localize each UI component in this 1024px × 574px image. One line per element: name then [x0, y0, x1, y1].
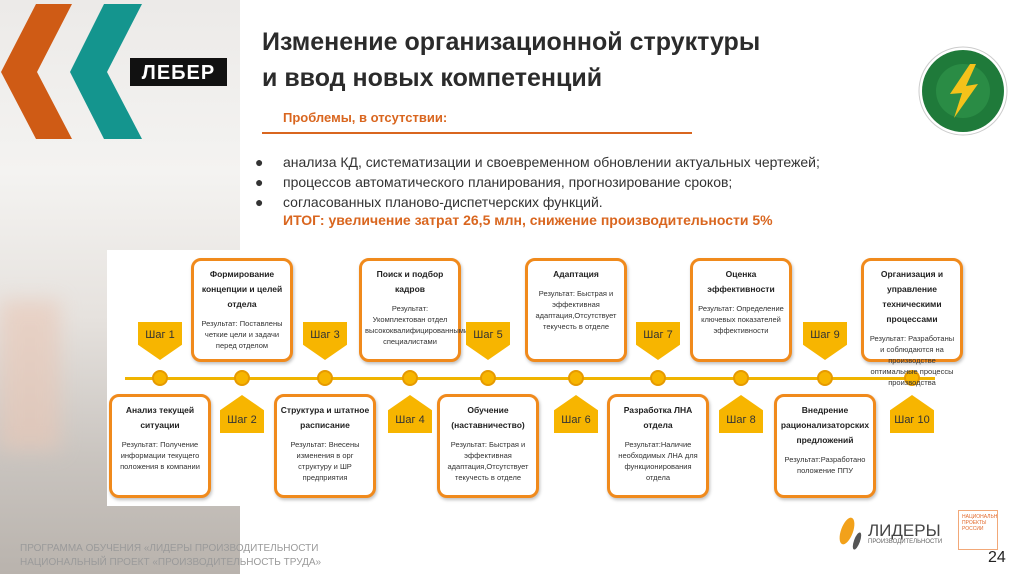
problems-heading: Проблемы, в отсутствии: — [283, 110, 448, 125]
timeline-node — [650, 370, 666, 386]
step-result: Результат:Наличие необходимых ЛНА для фу… — [618, 440, 698, 482]
step-title: Разработка ЛНА отдела — [623, 405, 693, 430]
footer-line-2: Национальный проект «Производительность … — [20, 557, 322, 568]
step-title: Анализ текущей ситуации — [125, 405, 195, 430]
page-number: 24 — [988, 549, 1006, 566]
footer-text: Программа обучения «Лидеры производитель… — [20, 542, 321, 570]
timeline-node — [817, 370, 833, 386]
step-title: Обучение (наставничество) — [451, 405, 525, 430]
step-marker: Шаг 9 — [803, 322, 847, 360]
step-marker: Шаг 8 — [719, 395, 763, 433]
step-marker: Шаг 1 — [138, 322, 182, 360]
step-title: Организация и управление техническими пр… — [880, 269, 944, 324]
step-result: Результат: Получение информации текущего… — [120, 440, 200, 471]
timeline-node — [733, 370, 749, 386]
timeline-node — [568, 370, 584, 386]
bullet-icon: ● — [255, 154, 264, 170]
step-card: Внедрение рационализаторских предложений… — [774, 394, 876, 498]
step-title: Адаптация — [553, 269, 599, 279]
divider — [262, 132, 692, 134]
step-marker: Шаг 7 — [636, 322, 680, 360]
footer-line-1: Программа обучения «Лидеры производитель… — [20, 543, 319, 554]
list-item: ● процессов автоматического планирования,… — [255, 172, 820, 192]
timeline-line — [125, 377, 935, 380]
problems-list: ● анализа КД, систематизации и своевремен… — [255, 152, 820, 212]
step-result: Результат:Разработано положение ППУ — [784, 455, 866, 475]
step-marker: Шаг 5 — [466, 322, 510, 360]
step-result: Результат: Укомплектован отдел высококва… — [365, 304, 469, 346]
leaders-logo-tagline: ПРОИЗВОДИТЕЛЬНОСТИ — [868, 538, 943, 545]
chevron-logo-icon — [1, 4, 142, 139]
step-marker: Шаг 4 — [388, 395, 432, 433]
bullet-icon: ● — [255, 174, 264, 190]
step-title: Структура и штатное расписание — [280, 405, 370, 430]
step-marker: Шаг 3 — [303, 322, 347, 360]
list-item-text: процессов автоматического планирования, … — [283, 174, 733, 190]
timeline-node — [234, 370, 250, 386]
step-marker: Шаг 6 — [554, 395, 598, 433]
step-marker: Шаг 2 — [220, 395, 264, 433]
timeline-node — [152, 370, 168, 386]
list-item-text: согласованных планово-диспетчерских функ… — [283, 194, 603, 210]
step-result: Результат: Внесены изменения в орг струк… — [290, 440, 360, 482]
step-card: Организация и управление техническими пр… — [861, 258, 963, 387]
page-title: Изменение организационной структуры и вв… — [262, 24, 760, 96]
national-projects-logo: НАЦИОНАЛЬНЫЕ ПРОЕКТЫ РОССИИ — [958, 510, 998, 550]
bullet-icon: ● — [255, 194, 264, 210]
list-item-text: анализа КД, систематизации и своевременн… — [283, 154, 820, 170]
timeline-node — [402, 370, 418, 386]
timeline-node — [904, 370, 920, 386]
step-card: Обучение (наставничество) Результат: Быст… — [437, 394, 539, 498]
step-result: Результат: Быстрая и эффективная адаптац… — [535, 289, 617, 331]
title-line-1: Изменение организационной структуры — [262, 28, 761, 56]
timeline-node — [480, 370, 496, 386]
step-title: Поиск и подбор кадров — [376, 269, 444, 294]
result-summary: ИТОГ: увеличение затрат 26,5 млн, снижен… — [283, 212, 773, 228]
new-leaders-badge-icon — [918, 46, 1008, 136]
step-title: Внедрение рационализаторских предложений — [780, 405, 870, 445]
company-logo: ЛЕБЕР — [130, 58, 227, 86]
list-item: ● согласованных планово-диспетчерских фун… — [255, 192, 820, 212]
step-result: Результат: Быстрая и эффективная адаптац… — [447, 440, 529, 482]
step-result: Результат: Поставлены четкие цели и зада… — [201, 319, 283, 350]
step-result: Результат: Разработаны и соблюдаются на … — [869, 334, 955, 387]
step-title: Оценка эффективности — [707, 269, 775, 294]
list-item: ● анализа КД, систематизации и своевремен… — [255, 152, 820, 172]
step-result: Результат: Определение ключевых показате… — [698, 304, 784, 335]
step-marker: Шаг 10 — [890, 395, 934, 433]
timeline-node — [317, 370, 333, 386]
title-line-2: и ввод новых компетенций — [262, 64, 603, 92]
step-title: Формирование концепции и целей отдела — [201, 269, 283, 309]
leaders-logo-icon — [839, 517, 862, 550]
leaders-logo-text: ЛИДЕРЫ — [868, 520, 941, 540]
